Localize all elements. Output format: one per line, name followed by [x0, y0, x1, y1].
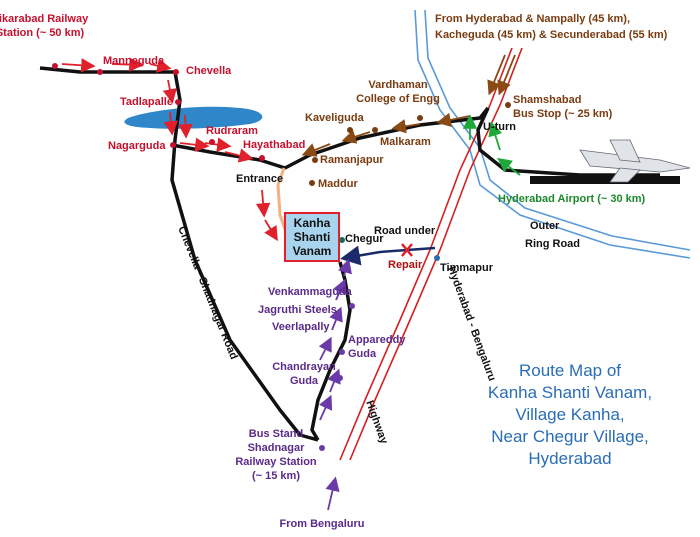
airplane-icon — [579, 139, 691, 183]
brown-arrows — [301, 54, 516, 157]
highway-label-1: Hyderabad - Bengaluru — [445, 265, 498, 383]
entrance-path — [276, 167, 288, 233]
repair-road — [340, 245, 436, 266]
title-line-2: Kanha Shanti Vanam, — [488, 383, 652, 402]
vikarabad-label-1: Vikarabad Railway — [0, 13, 89, 25]
appareddy-label-1: Appareddy — [348, 334, 406, 346]
road-under-label: Road under — [374, 225, 436, 237]
busstand-label-3: Railway Station — [235, 456, 317, 468]
outer-ring-label-2: Ring Road — [525, 238, 580, 250]
malkaram-label: Malkaram — [380, 136, 431, 148]
ramanjapur-label: Ramanjapur — [320, 154, 384, 166]
outer-ring-road — [414, 9, 691, 259]
timmapur-label: Timmapur — [440, 262, 494, 274]
title-line-3: Village Kanha, — [515, 405, 624, 424]
maddur-label: Maddur — [318, 178, 358, 190]
title-line-4: Near Chegur Village, — [491, 427, 649, 446]
place-markers — [52, 63, 511, 451]
runway — [530, 176, 680, 184]
from-hyderabad-label-1: From Hyderabad & Nampally (45 km), — [435, 13, 630, 25]
shamshabad-label-2: Bus Stop (~ 25 km) — [513, 108, 613, 120]
kanha-label-2: Shanti — [294, 230, 331, 244]
chevella-road-label: Chevella - Shadnagar Road — [175, 225, 239, 362]
from-bengaluru-label: From Bengaluru — [280, 518, 365, 530]
veerlapally-label: Veerlapally — [272, 321, 330, 333]
nagarguda-label: Nagarguda — [108, 140, 166, 152]
appareddy-label-2: Guda — [348, 348, 377, 360]
repair-label: Repair — [388, 259, 423, 271]
chevella-label: Chevella — [186, 65, 232, 77]
highway-label-2: Highway — [363, 399, 390, 446]
uturn-label: U-turn — [483, 121, 516, 133]
from-hyderabad-label-2: Kacheguda (45 km) & Secunderabad (55 km) — [435, 29, 668, 41]
kanha-shanti-vanam-box[interactable] — [284, 212, 340, 262]
venkammaguda-label: Venkammaguda — [268, 286, 353, 298]
rudraram-label: Rudraram — [206, 125, 258, 137]
kanha-label-1: Kanha — [294, 216, 331, 230]
red-arrows — [61, 57, 278, 242]
title-line-1: Route Map of — [519, 361, 621, 380]
vardhaman-label-1: Vardhaman — [368, 79, 428, 91]
hayathabad-label: Hayathabad — [243, 139, 305, 151]
entrance-label: Entrance — [236, 173, 283, 185]
kanha-label-3: Vanam — [293, 244, 332, 258]
title-line-5: Hyderabad — [528, 449, 611, 468]
vikarabad-label-2: Station (~ 50 km) — [0, 27, 85, 39]
green-arrows — [462, 114, 521, 176]
vardhaman-label-2: College of Engg — [356, 93, 440, 105]
chandrayan-label-2: Guda — [290, 375, 319, 387]
kaveliguda-label: Kaveliguda — [305, 112, 365, 124]
lake — [124, 106, 263, 129]
shamshabad-label-1: Shamshabad — [513, 94, 581, 106]
jagruthi-label: Jagruthi Steels — [258, 304, 337, 316]
busstand-label-4: (~ 15 km) — [252, 470, 300, 482]
manneguda-label: Manneguda — [103, 55, 165, 67]
tadlapalle-label: Tadlapalle — [120, 96, 173, 108]
busstand-label-1: Bus Stand — [249, 428, 303, 440]
chegur-label: Chegur — [345, 233, 384, 245]
purple-arrows — [318, 258, 352, 511]
highway-road — [339, 47, 523, 461]
airport-label: Hyderabad Airport (~ 30 km) — [498, 193, 646, 205]
map-title: Route Map of Kanha Shanti Vanam, Village… — [488, 361, 652, 468]
outer-ring-label-1: Outer — [530, 220, 560, 232]
chandrayan-label-1: Chandrayan — [272, 361, 336, 373]
busstand-label-2: Shadnagar — [248, 442, 306, 454]
repair-cross-icon — [401, 243, 413, 257]
